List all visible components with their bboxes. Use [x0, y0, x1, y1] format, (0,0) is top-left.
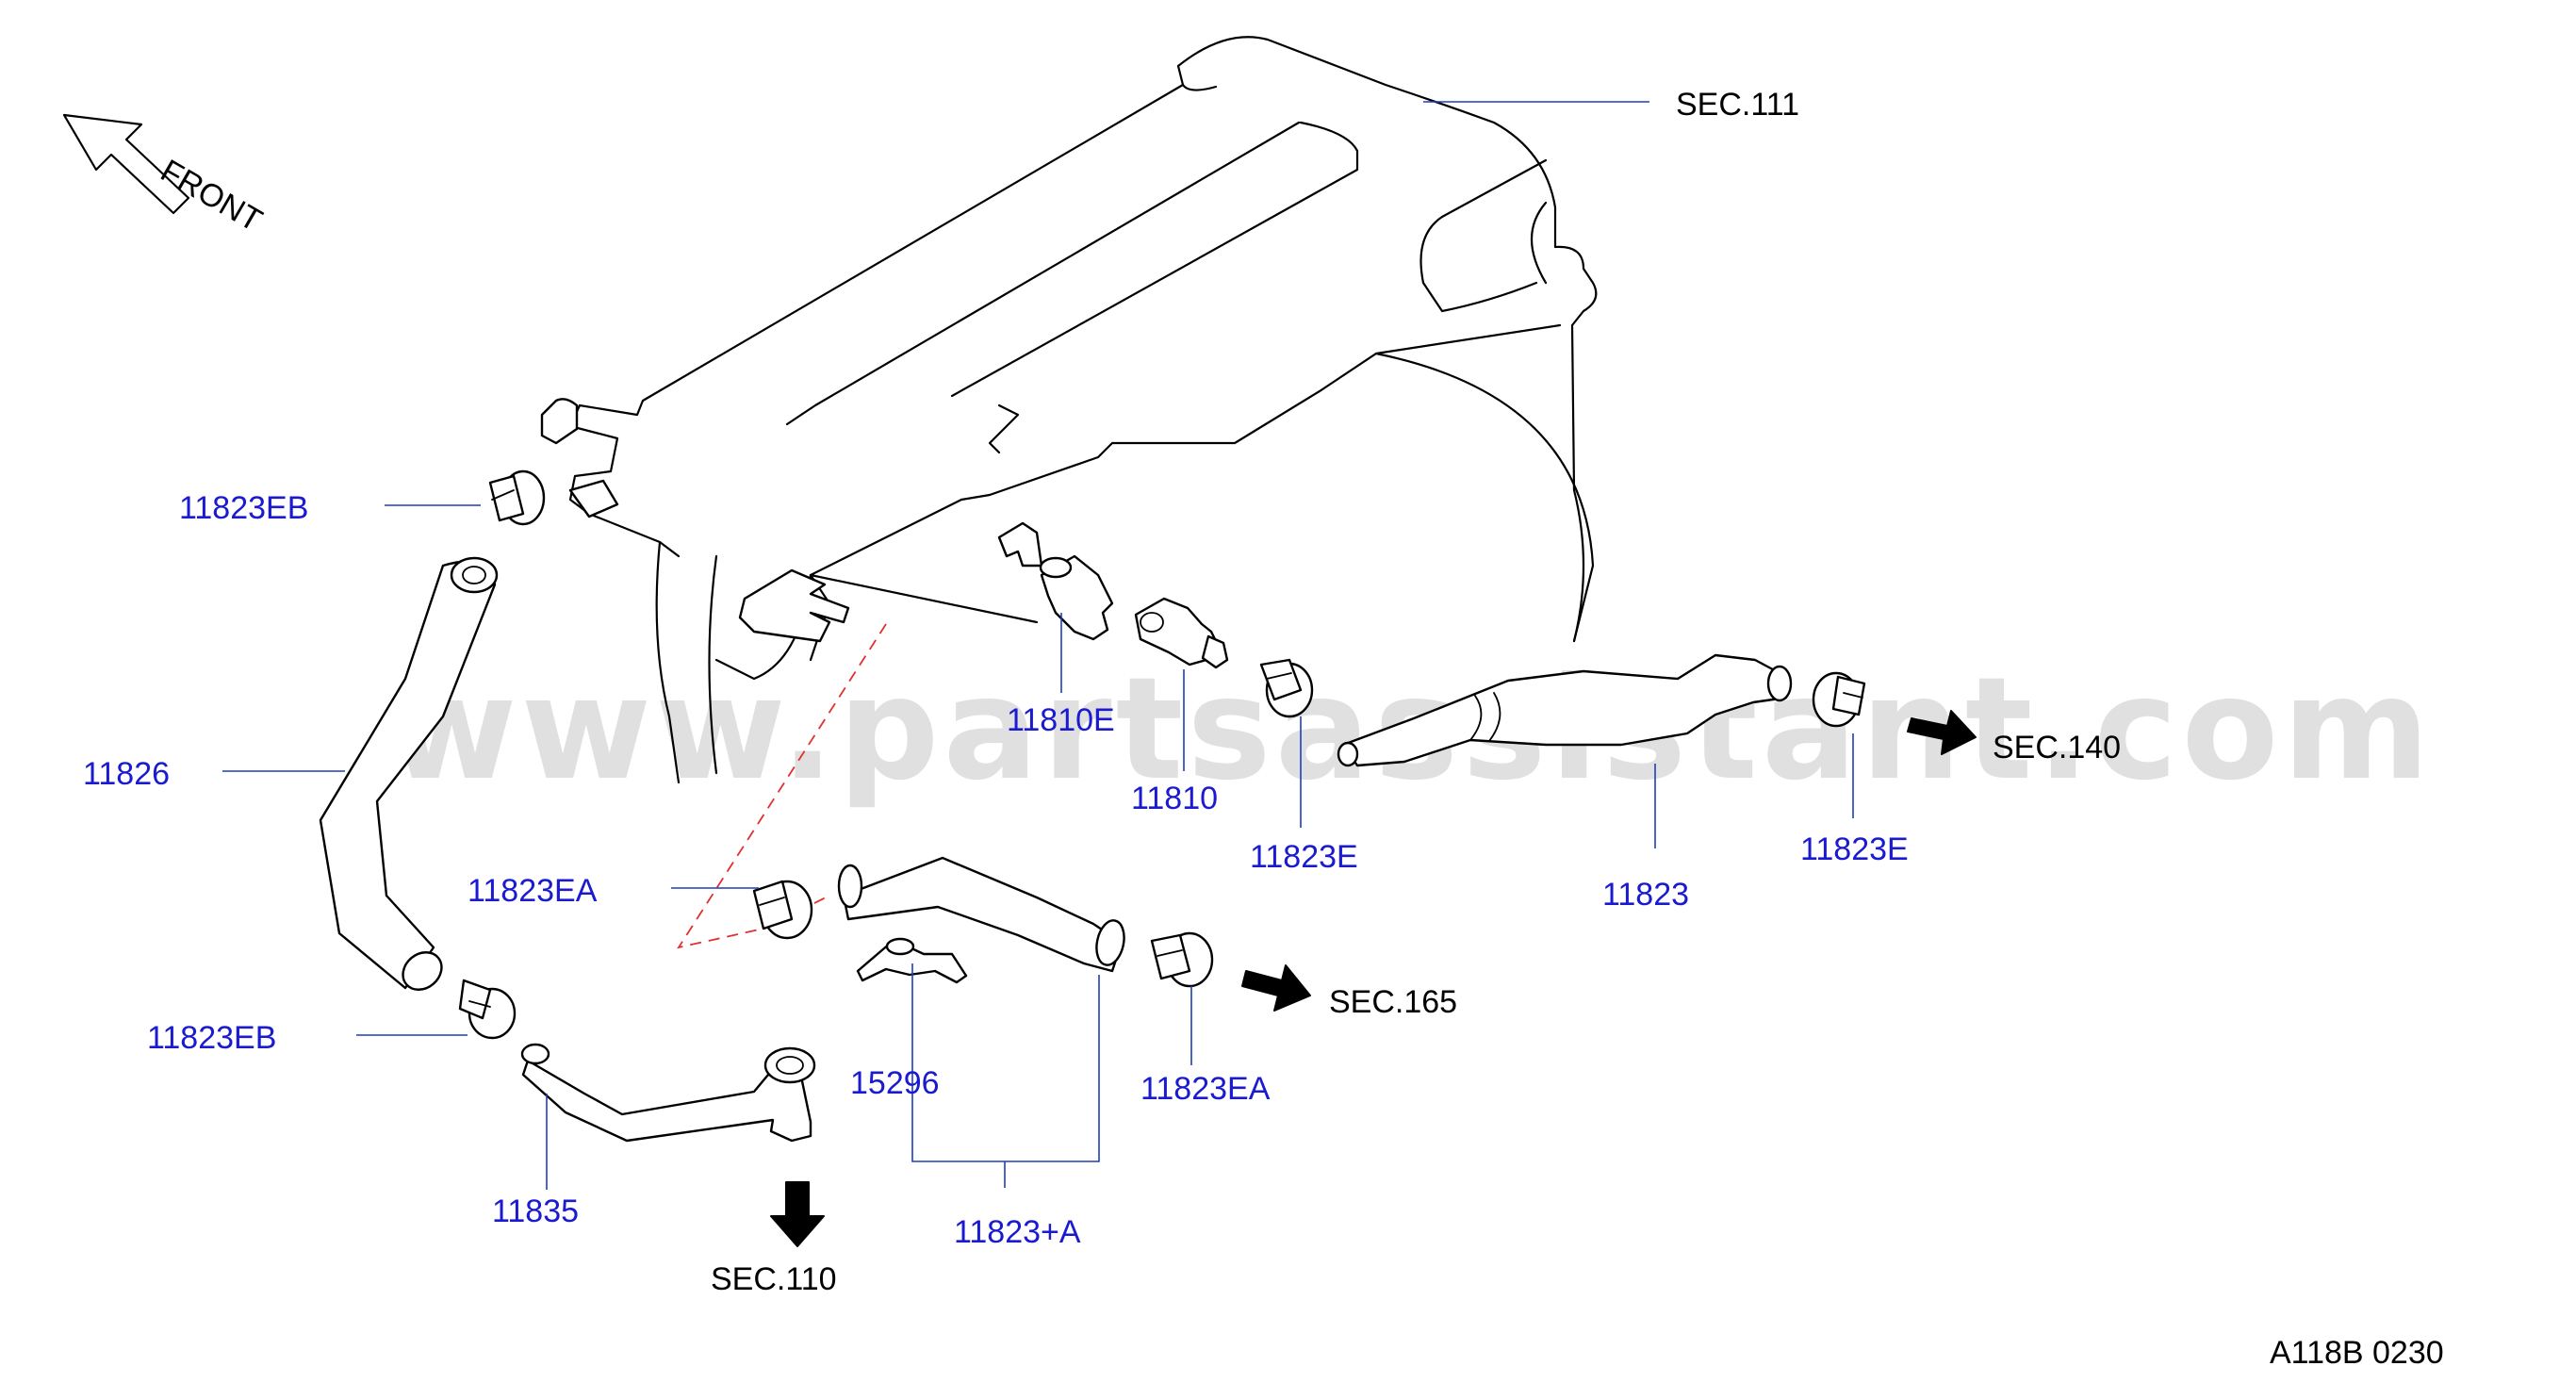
label-11823eb-bottom: 11823EB: [147, 1020, 276, 1056]
joint-15296: [856, 937, 968, 984]
hose-11826: [319, 556, 499, 991]
pcv-valve-11810: [1134, 597, 1229, 669]
sec140-label: SEC.140: [1993, 730, 2121, 765]
label-11810e: 11810E: [1007, 702, 1115, 738]
label-15296: 15296: [850, 1065, 940, 1101]
hose-11823a: [837, 856, 1125, 973]
front-label: FRONT: [155, 153, 268, 239]
clamp-11823ea-left: [752, 880, 813, 940]
label-11835: 11835: [492, 1193, 579, 1229]
sec110-arrow-icon: [770, 1181, 825, 1247]
label-11823ea-right: 11823EA: [1140, 1071, 1271, 1107]
grommet-11810e: [997, 521, 1114, 641]
label-11823: 11823: [1602, 877, 1689, 913]
label-11823e-right: 11823E: [1800, 831, 1909, 867]
sec165-arrow-icon: [1241, 964, 1311, 1012]
clamp-11823e-left: [1259, 658, 1314, 718]
clamp-11823eb-bottom: [458, 979, 517, 1040]
label-11826: 11826: [83, 756, 170, 792]
sec110-label: SEC.110: [711, 1261, 837, 1297]
label-11823a: 11823+A: [954, 1214, 1081, 1250]
hose-11823: [1337, 653, 1793, 767]
sec165-label: SEC.165: [1329, 984, 1457, 1020]
label-11823ea-left: 11823EA: [468, 873, 598, 909]
engine-cylinder-head: [540, 36, 1598, 784]
label-11823eb-top: 11823EB: [179, 490, 308, 526]
clamp-11823e-right: [1812, 671, 1866, 728]
diagram-code: A118B 0230: [2270, 1335, 2444, 1371]
clamp-11823eb-top: [488, 469, 546, 526]
sec111-label: SEC.111: [1676, 87, 1799, 123]
label-11810: 11810: [1131, 781, 1218, 816]
clamp-11823ea-right: [1150, 931, 1214, 988]
sec140-arrow-icon: [1907, 710, 1977, 755]
label-11823e-left: 11823E: [1250, 839, 1358, 875]
tube-11835: [520, 1043, 816, 1143]
front-arrow-icon: [62, 113, 190, 215]
